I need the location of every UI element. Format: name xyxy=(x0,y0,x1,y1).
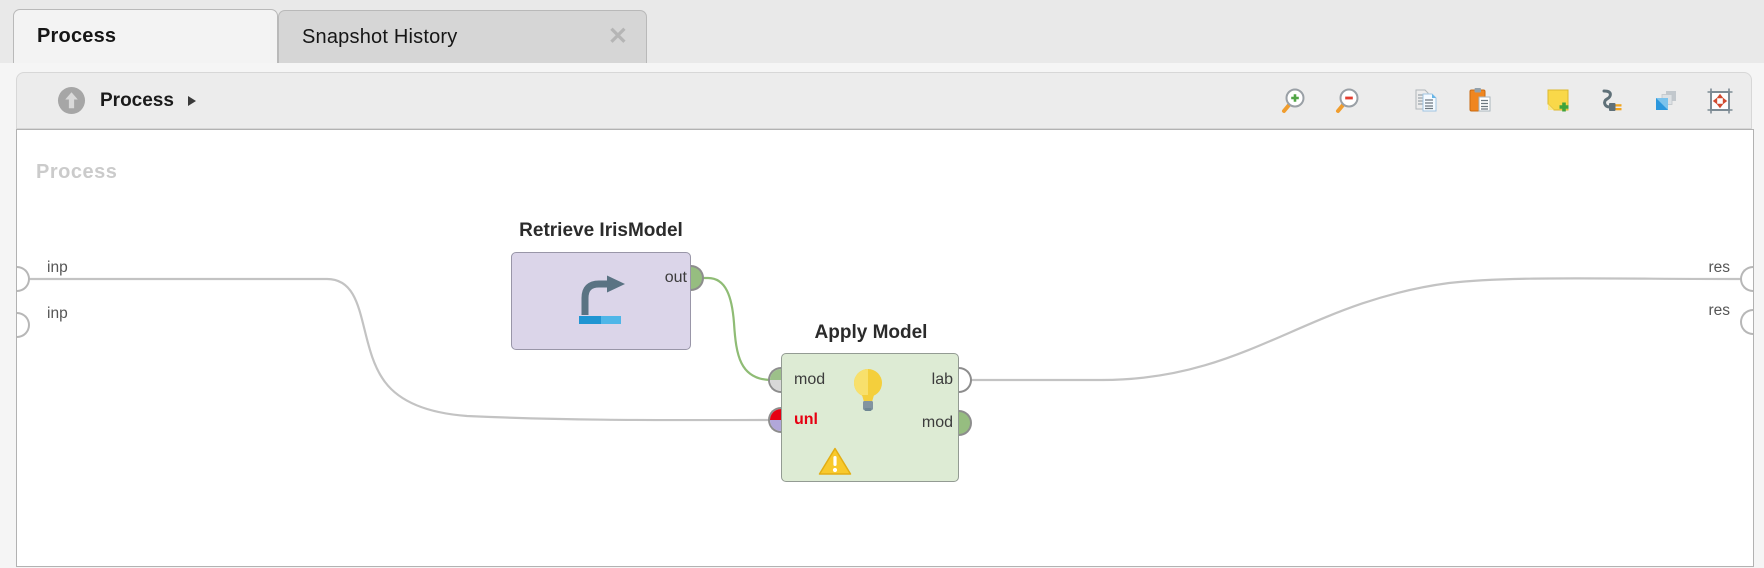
process-result-port-1-label: res xyxy=(1708,259,1730,276)
operator-retrieve-irismodel[interactable] xyxy=(511,252,691,350)
chevron-right-icon[interactable] xyxy=(187,95,196,106)
toolbar-icons xyxy=(1254,87,1734,115)
breadcrumb[interactable]: Process xyxy=(57,86,196,115)
copy-icon[interactable] xyxy=(1412,87,1440,115)
tab-process-label: Process xyxy=(37,25,117,47)
tab-bar: Process Snapshot History ✕ xyxy=(0,0,1764,63)
operator-title-retrieve-irismodel: Retrieve IrisModel xyxy=(519,220,683,241)
process-canvas[interactable]: Process inp inp res res Retrieve IrisMod… xyxy=(16,129,1754,567)
retrieve-arrow-icon xyxy=(579,275,625,324)
warning-icon xyxy=(818,447,852,475)
port-label-lab-output: lab xyxy=(931,371,953,388)
connection-lab-to-res[interactable] xyxy=(971,277,1746,382)
apply-model-mod-input-port[interactable] xyxy=(768,367,781,393)
close-icon[interactable]: ✕ xyxy=(607,23,628,50)
operator-apply-model[interactable] xyxy=(781,353,959,482)
apply-model-unl-input-port[interactable] xyxy=(768,407,781,433)
process-input-port-2-label: inp xyxy=(47,305,68,322)
port-label-mod-output: mod xyxy=(921,414,953,431)
port-label-unl-input: unl xyxy=(794,411,818,428)
fit-view-icon[interactable] xyxy=(1706,87,1734,115)
connection-inp-to-unl[interactable] xyxy=(18,277,772,422)
connection-out-to-mod[interactable] xyxy=(691,276,771,382)
add-note-icon[interactable] xyxy=(1544,87,1572,115)
zoom-in-icon[interactable] xyxy=(1280,87,1308,115)
process-input-port-1-label: inp xyxy=(47,259,68,276)
process-toolbar: Process xyxy=(16,72,1752,129)
port-label-mod-input: mod xyxy=(794,371,826,388)
process-result-port-2-label: res xyxy=(1708,302,1730,319)
port-label-out: out xyxy=(664,269,687,286)
breadcrumb-label: Process xyxy=(100,89,174,111)
paste-icon[interactable] xyxy=(1466,87,1494,115)
connection-layer xyxy=(18,276,1746,422)
up-level-icon[interactable] xyxy=(57,86,86,115)
process-panel: Process xyxy=(0,63,1764,568)
auto-wire-icon[interactable] xyxy=(1598,87,1626,115)
lightbulb-icon xyxy=(854,369,882,411)
tab-process[interactable]: Process xyxy=(13,9,278,63)
operator-title-apply-model: Apply Model xyxy=(814,322,928,343)
zoom-out-icon[interactable] xyxy=(1334,87,1362,115)
tab-snapshot-history[interactable]: Snapshot History ✕ xyxy=(278,10,647,63)
arrange-operators-icon[interactable] xyxy=(1652,87,1680,115)
tab-snapshot-history-label: Snapshot History xyxy=(302,25,458,48)
canvas-watermark: Process xyxy=(36,161,118,183)
